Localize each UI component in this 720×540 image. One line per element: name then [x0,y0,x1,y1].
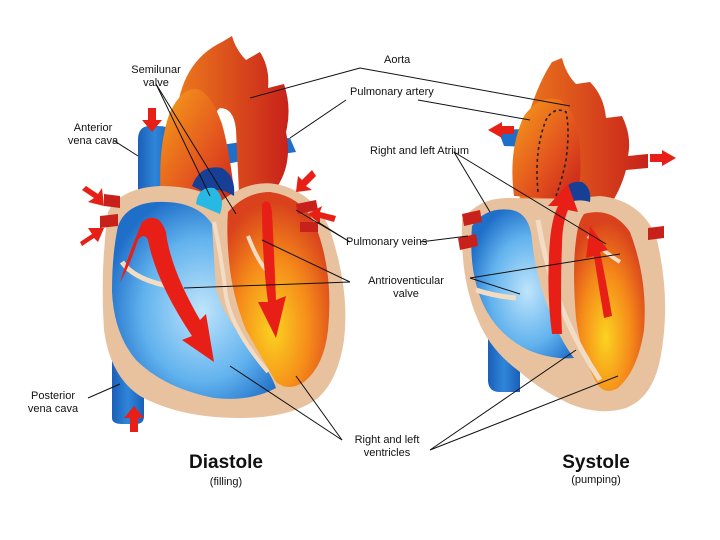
systole-title: Systole [562,452,630,473]
inflow-arrow-right-2 [308,206,336,224]
label-av-valve: Antrioventicular valve [348,275,464,301]
label-aorta: Aorta [384,54,411,66]
leader-lines [87,67,621,451]
systole-flow-arrow-right [548,184,578,334]
diastole-heart [80,36,346,432]
inflow-arrow-top [142,108,162,132]
diastole-title: Diastole [189,452,263,473]
systole-pulmonary-veins [458,210,664,250]
systole-flow-arrow-left [586,226,612,318]
label-anterior-vena-cava-line2: vena cava [67,135,119,147]
label-ventricles: Right and left ventricles [340,434,434,460]
inflow-arrow-left-1 [82,186,104,206]
label-anterior-vena-cava: Anterior vena cava [58,122,128,148]
inflow-arrow-right-1 [296,170,316,192]
inflow-arrow-left-2 [80,228,104,246]
pulmonary-veins-left [296,200,318,232]
systole-pulmonary-trunk [512,98,581,200]
label-av-valve-line2: valve [393,288,419,300]
left-chambers [227,192,330,387]
inflow-arrow-bottom [124,406,144,432]
outflow-arrow-left [488,122,514,138]
label-ventricles-line1: Right and left [354,434,420,446]
label-posterior-vena-cava: Posterior vena cava [18,390,88,416]
label-semilunar-valve: Semilunar valve [126,64,186,90]
systole-subtitle: (pumping) [571,474,621,486]
label-atrium: Right and left Atrium [370,145,470,157]
label-posterior-vena-cava-line2: vena cava [27,403,79,415]
label-semilunar-valve-line2: valve [143,77,169,89]
label-ventricles-line2: ventricles [363,447,411,459]
label-posterior-vena-cava-line1: Posterior [30,390,76,402]
outflow-arrow-right [650,150,676,166]
flow-arrow-right-ventricle [120,217,214,362]
label-pulmonary-veins: Pulmonary veins [346,236,428,248]
label-av-valve-line1: Antrioventicular [368,275,444,287]
label-anterior-vena-cava-line1: Anterior [73,122,113,134]
systole-heart [458,58,676,412]
diastole-subtitle: (filling) [209,476,243,488]
systole-right-chambers [471,209,574,359]
flow-arrow-left-ventricle [258,201,286,338]
label-semilunar-valve-line1: Semilunar [131,64,181,76]
label-pulmonary-artery: Pulmonary artery [350,86,434,98]
